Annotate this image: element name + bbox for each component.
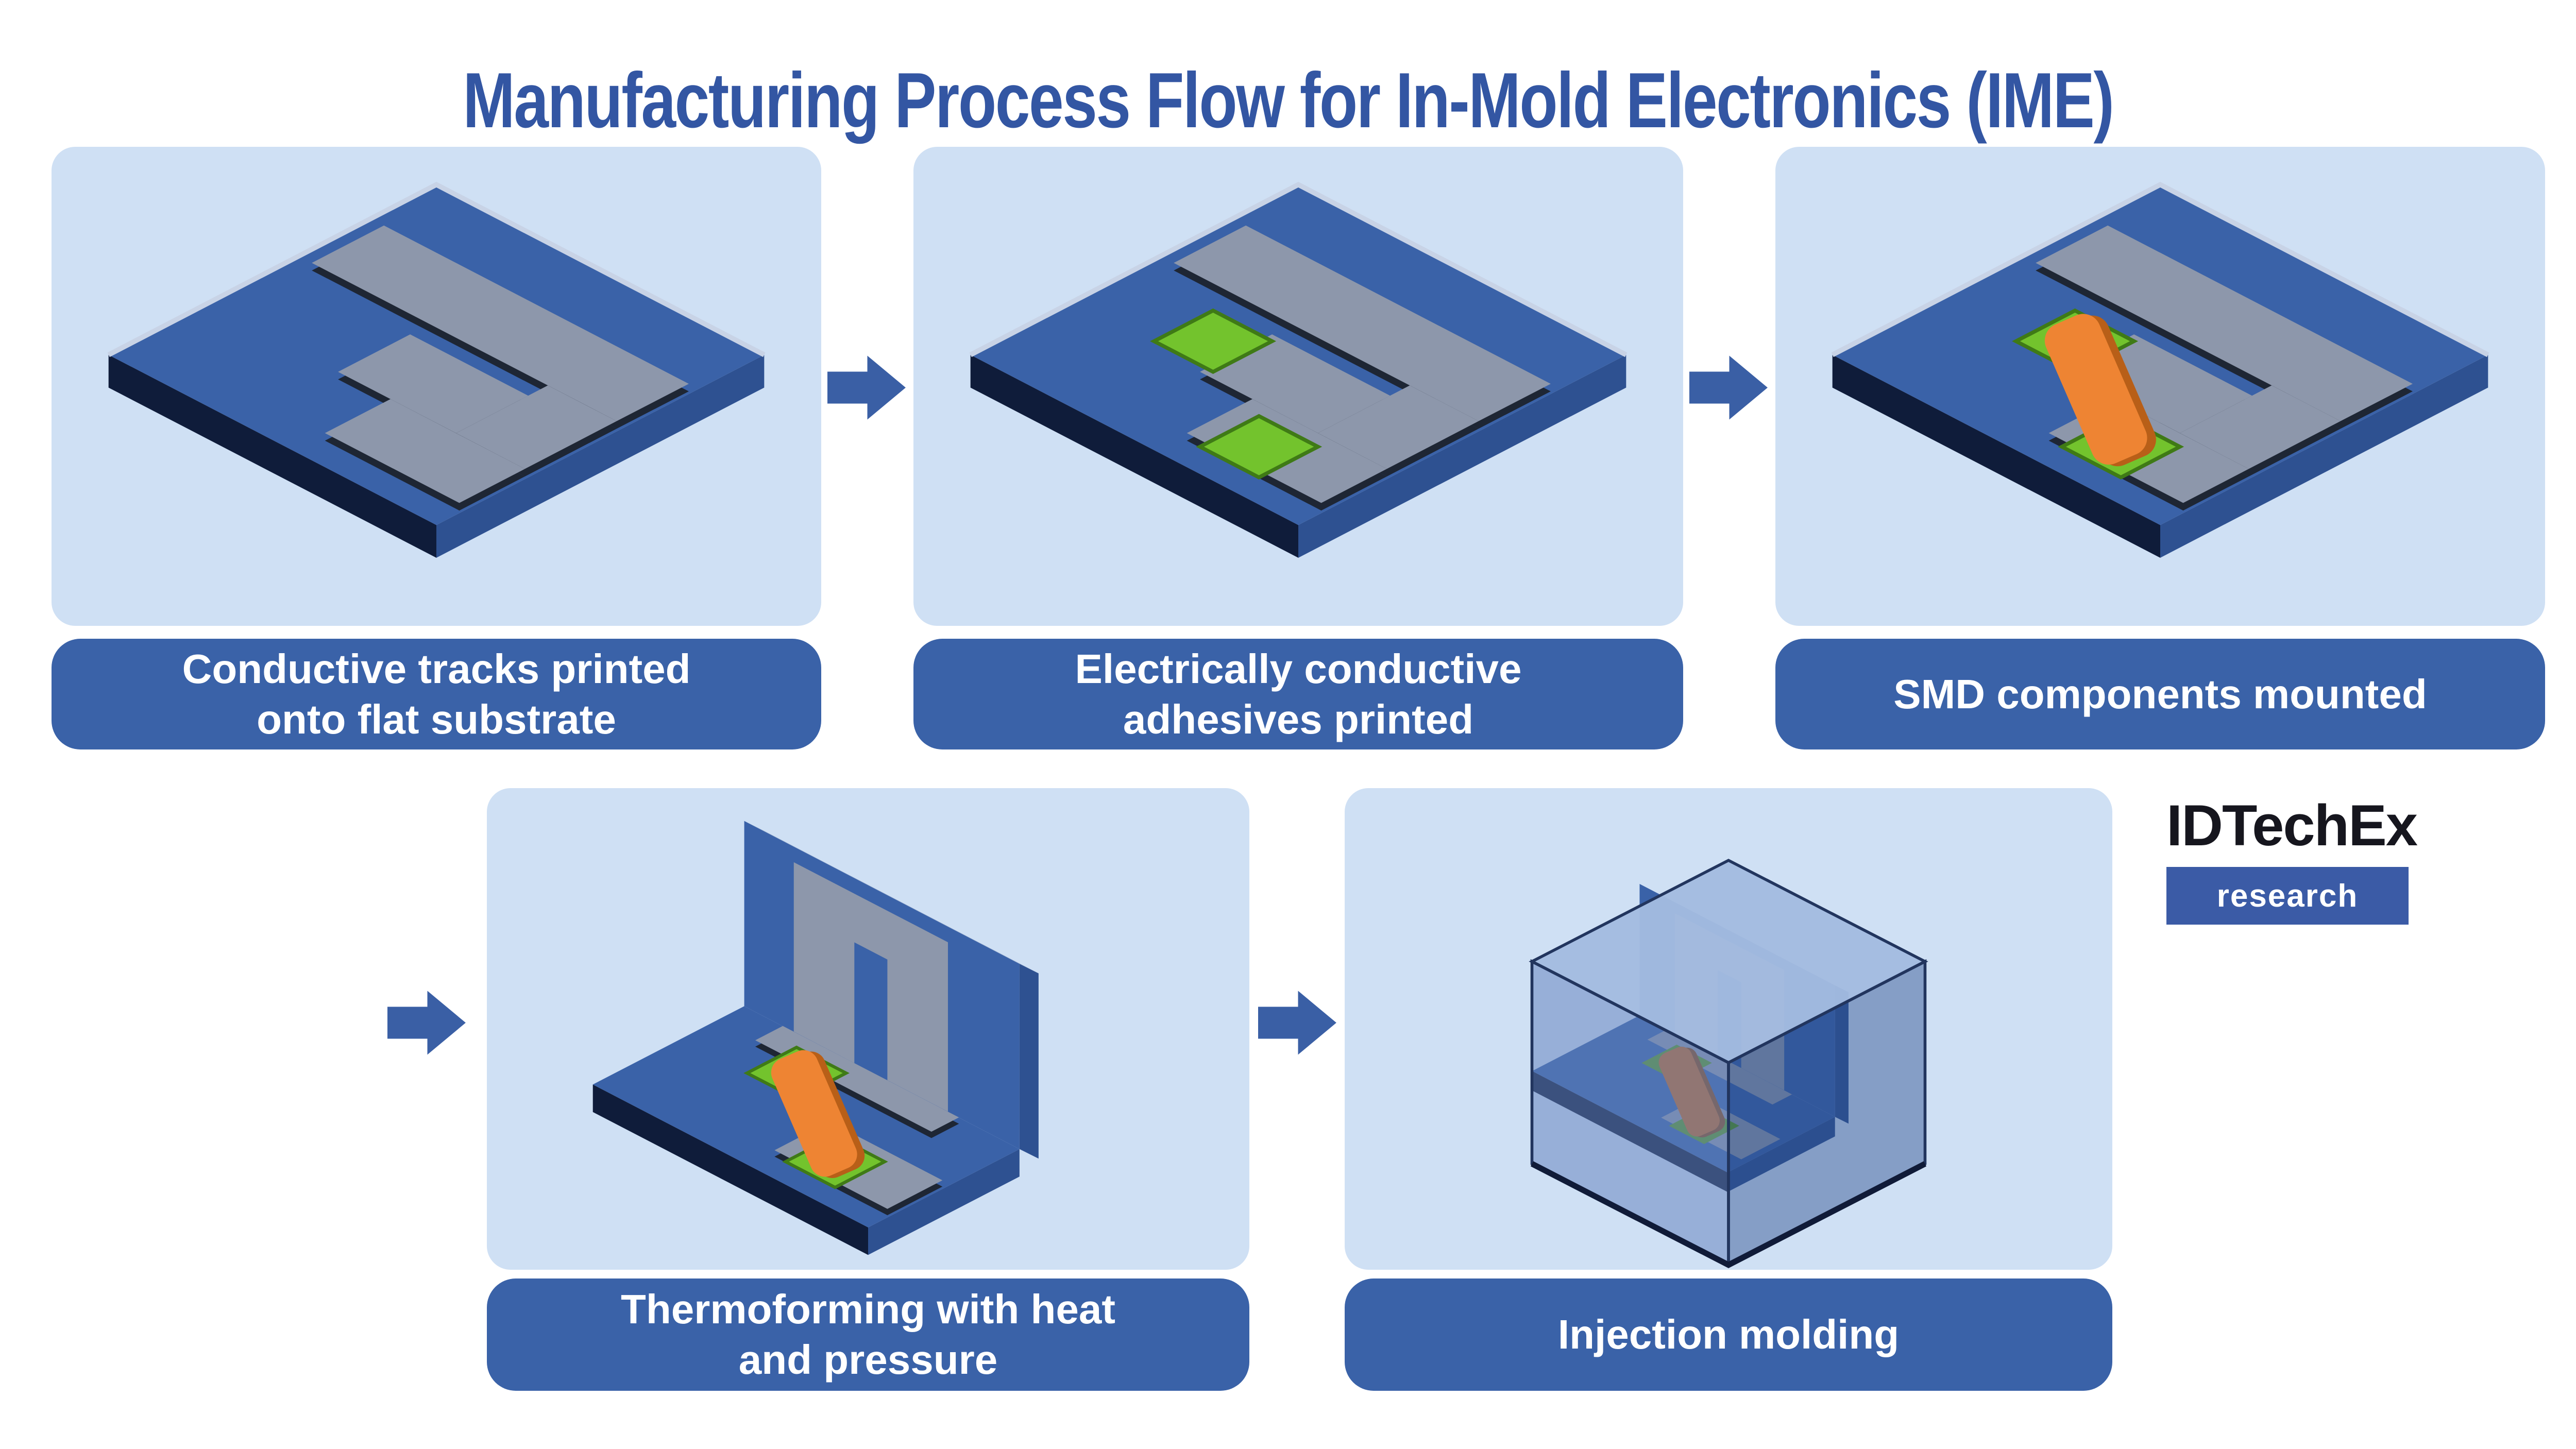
- step-2-caption: Electrically conductive adhesives printe…: [913, 639, 1683, 749]
- thermoformed-substrate: [592, 821, 1039, 1255]
- adhesive-pads: [1150, 308, 1323, 480]
- smd-component-illustration: [1831, 181, 2489, 558]
- step-3-caption: SMD components mounted: [1775, 639, 2545, 749]
- smd-component: [2044, 314, 2156, 467]
- step-3-panel: [1775, 147, 2545, 626]
- step-4-caption: Thermoforming with heat and pressure: [487, 1278, 1249, 1391]
- step-5-caption: Injection molding: [1345, 1278, 2112, 1391]
- wall-track: [793, 862, 948, 1112]
- step-1-panel: [52, 147, 821, 626]
- arrow-right-icon: [1689, 355, 1768, 420]
- flat-substrate-illustration: [107, 181, 766, 558]
- smd-component: [771, 1050, 865, 1179]
- step-1-caption: Conductive tracks printed onto flat subs…: [52, 639, 821, 749]
- printed-tracks: [312, 225, 689, 511]
- mold-box: [1529, 859, 1928, 1268]
- thermoformed-illustration: [592, 821, 1039, 1255]
- arrow-right-icon: [387, 991, 466, 1055]
- logo-name: IDTechEx: [2166, 793, 2418, 858]
- arrow-right-icon: [1258, 991, 1336, 1055]
- logo-tagline-box: research: [2166, 867, 2409, 925]
- logo-tagline: research: [2216, 878, 2359, 914]
- step-4-panel: [487, 788, 1249, 1270]
- idtechex-logo: IDTechEx research: [2166, 792, 2418, 925]
- page-title: Manufacturing Process Flow for In-Mold E…: [463, 57, 2114, 144]
- printed-tracks: [1174, 225, 1551, 511]
- arrow-right-icon: [827, 355, 906, 420]
- adhesive-pads-illustration: [969, 181, 1628, 558]
- step-5-panel: [1345, 788, 2112, 1270]
- injection-molding-illustration: [1529, 859, 1928, 1268]
- step-2-panel: [913, 147, 1683, 626]
